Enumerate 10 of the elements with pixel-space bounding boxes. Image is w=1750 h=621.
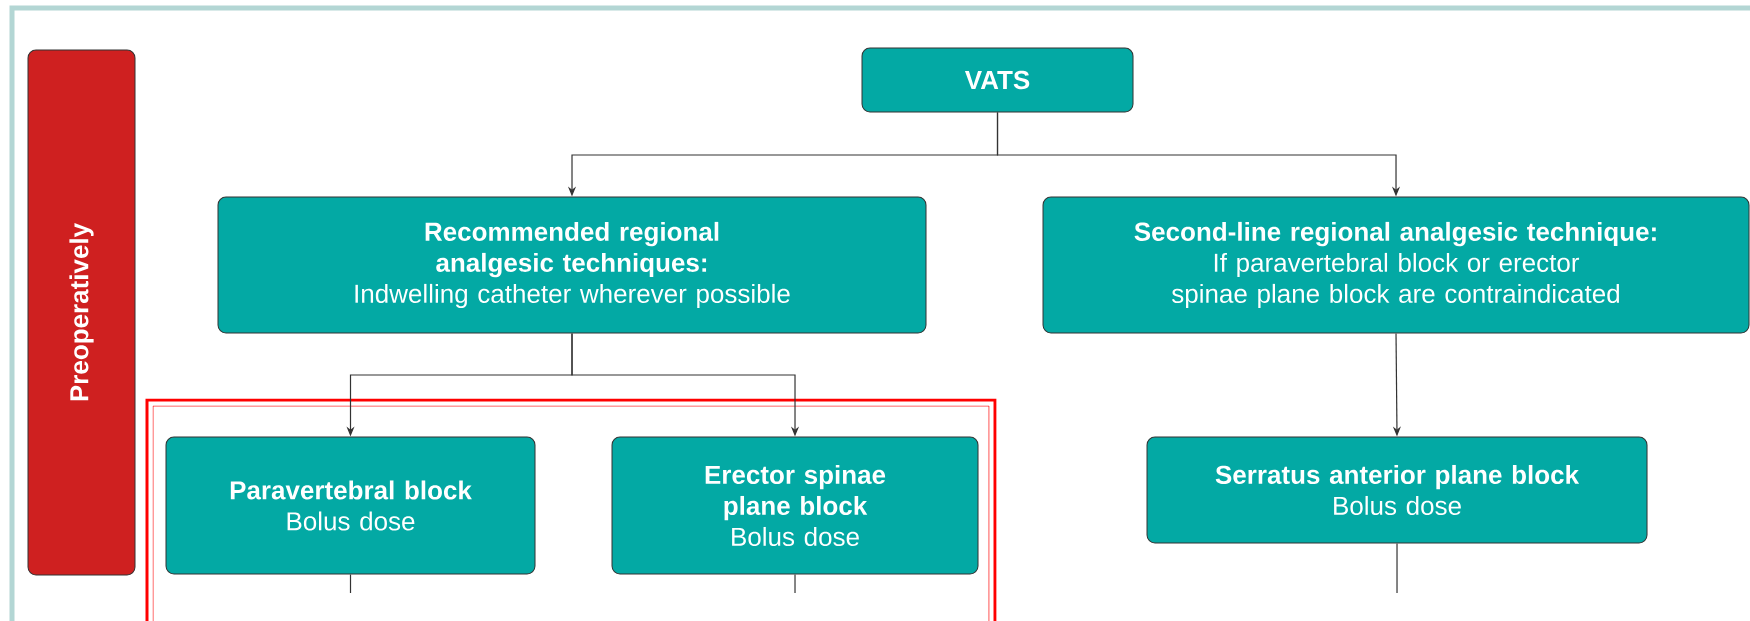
process-box: Paravertebral block Bolus dose	[165, 436, 536, 575]
connector	[349, 573, 352, 594]
process-box: Serratus anterior plane block Bolus dose	[1146, 436, 1648, 544]
connector	[1396, 542, 1398, 594]
process-box: Second-line regional analgesic technique: If paravertebral block or erector spinae plane block are contraindicated	[1042, 196, 1750, 334]
process-box: VATS	[861, 47, 1134, 113]
process-box: Recommended regional analgesic techniques: Indwelling catheter wherever possible	[217, 196, 927, 334]
process-box: Erector spinae plane block Bolus dose	[611, 436, 979, 575]
phase-band: Preoperatively	[27, 49, 136, 576]
connector	[794, 573, 796, 594]
